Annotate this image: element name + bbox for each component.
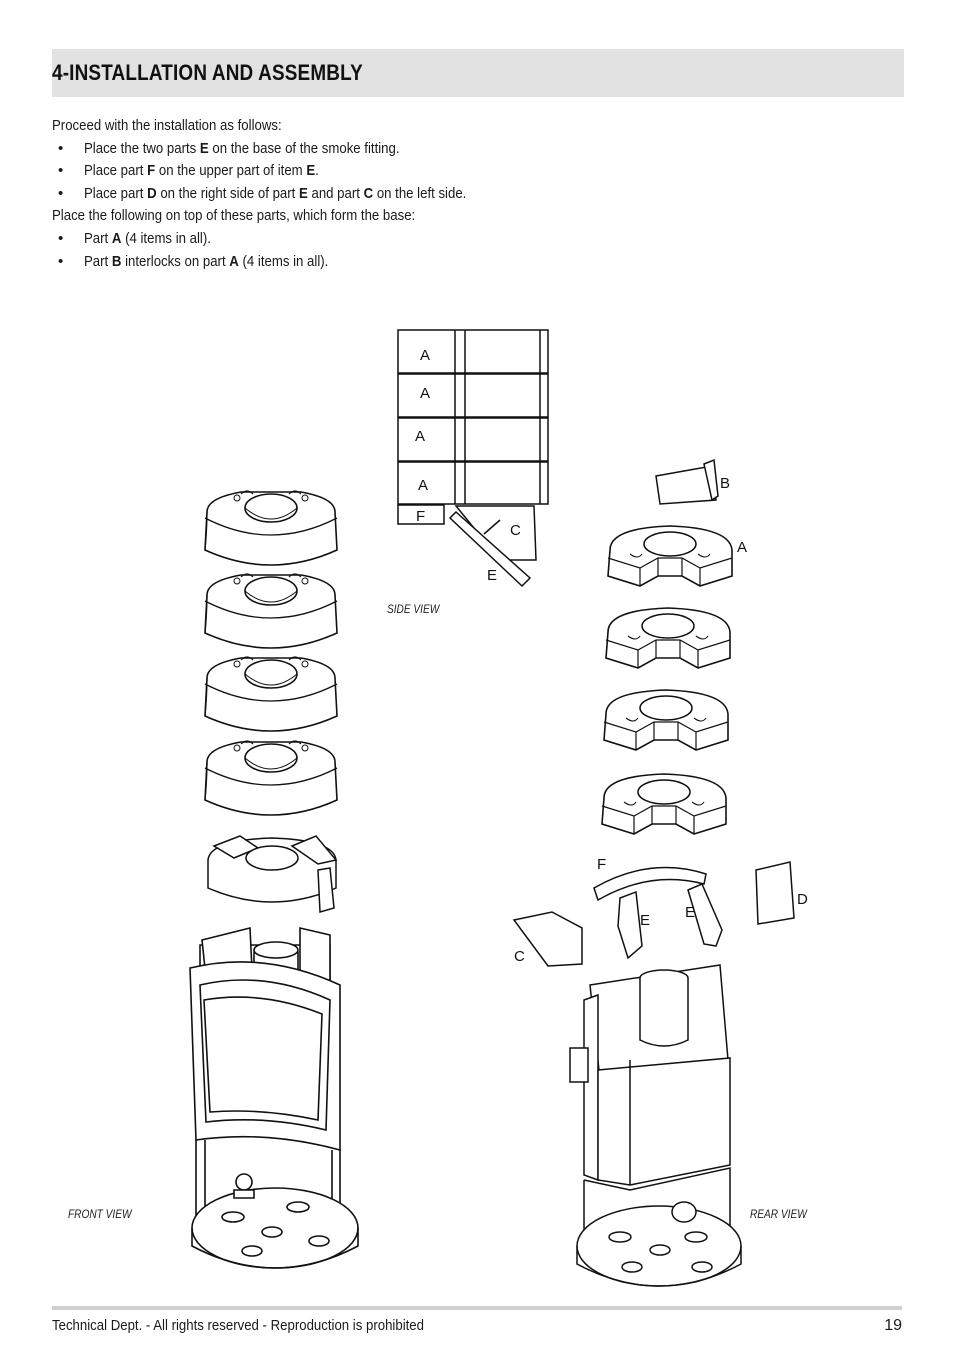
side-label-e: E <box>487 567 497 584</box>
rear-label-d: D <box>797 891 808 908</box>
list-item: •Part B interlocks on part A (4 items in… <box>58 252 329 270</box>
steps-list-2: •Part A (4 items in all). •Part B interl… <box>52 228 852 273</box>
list-item: •Place part F on the upper part of item … <box>58 162 319 180</box>
list-item: •Place part D on the right side of part … <box>58 184 467 202</box>
side-label-f: F <box>416 508 425 525</box>
steps-list-1: •Place the two parts E on the base of th… <box>52 138 852 206</box>
intro-paragraph: Proceed with the installation as follows… <box>52 117 282 134</box>
section-title: 4-INSTALLATION AND ASSEMBLY <box>52 60 363 85</box>
rear-label-c: C <box>514 948 525 965</box>
side-label-a4: A <box>418 477 428 494</box>
side-view-label: SIDE VIEW <box>387 604 440 616</box>
rear-view-label: REAR VIEW <box>750 1209 807 1221</box>
side-label-a3: A <box>415 428 425 445</box>
rear-label-b: B <box>720 475 730 492</box>
front-view-label: FRONT VIEW <box>68 1209 132 1221</box>
rear-label-f: F <box>597 856 606 873</box>
rear-label-e2: E <box>685 904 695 921</box>
section-header: 4-INSTALLATION AND ASSEMBLY <box>52 49 904 97</box>
side-view-drawing <box>397 329 549 588</box>
instructions: Proceed with the installation as follows… <box>52 115 852 273</box>
side-label-a2: A <box>420 385 430 402</box>
side-label-a1: A <box>420 347 430 364</box>
side-label-c: C <box>510 522 521 539</box>
rear-label-e1: E <box>640 912 650 929</box>
middle-paragraph: Place the following on top of these part… <box>52 207 416 225</box>
list-item: •Part A (4 items in all). <box>58 229 211 247</box>
rear-label-a: A <box>737 539 747 556</box>
rear-view-drawing <box>512 458 795 1287</box>
page-number: 19 <box>884 1317 902 1334</box>
front-view-drawing <box>189 490 359 1269</box>
list-item: •Place the two parts E on the base of th… <box>58 139 400 157</box>
footer-divider <box>52 1306 902 1310</box>
footer-notice: Technical Dept. - All rights reserved - … <box>52 1317 424 1334</box>
